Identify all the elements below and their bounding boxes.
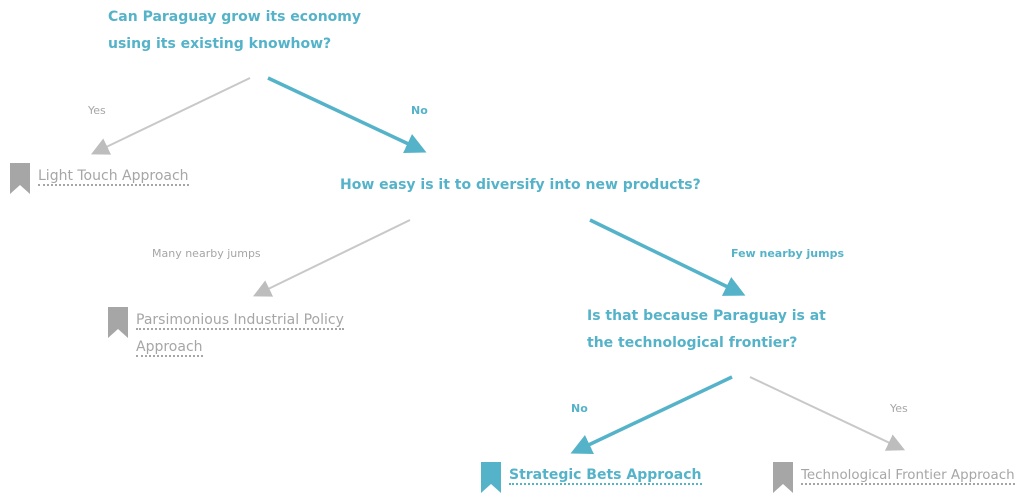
outcome-link[interactable]: Light Touch Approach [38,163,189,190]
outcome-label-text: Technological Frontier Approach [801,468,1015,485]
question-text: Is that because Paraguay is at the techn… [587,308,826,351]
outcome-link[interactable]: Technological Frontier Approach [801,462,1015,489]
outcome-technological-frontier[interactable]: Technological Frontier Approach [773,462,1015,493]
edge-q2-many [253,219,411,297]
outcome-label-text: Parsimonious Industrial Policy Approach [136,312,344,357]
edge-q3-yes [749,376,906,451]
edge-q3-no [570,375,733,454]
edge-q2-few [589,218,746,296]
outcome-strategic-bets[interactable]: Strategic Bets Approach [481,462,702,493]
edge-label-q1-yes: Yes [88,104,106,117]
outcome-light-touch[interactable]: Light Touch Approach [10,163,189,194]
outcome-link[interactable]: Strategic Bets Approach [509,462,702,489]
bookmark-icon [108,307,128,338]
question-grow-existing-knowhow: Can Paraguay grow its economy using its … [108,4,408,58]
edge-label-q1-no: No [411,104,428,117]
outcome-link[interactable]: Parsimonious Industrial Policy Approach [136,307,356,361]
edge-label-q2-many: Many nearby jumps [152,247,261,260]
outcome-label-text: Strategic Bets Approach [509,467,702,485]
question-text: How easy is it to diversify into new pro… [340,177,701,193]
edge-label-q2-few: Few nearby jumps [731,247,845,260]
bookmark-icon [10,163,30,194]
outcome-label-text: Light Touch Approach [38,168,189,186]
edge-label-q3-no: No [571,402,588,415]
question-text: Can Paraguay grow its economy using its … [108,9,362,52]
edge-q1-no [267,76,427,154]
edge-label-q3-yes: Yes [890,402,908,415]
bookmark-icon [773,462,793,493]
bookmark-icon [481,462,501,493]
outcome-parsimonious-industrial-policy[interactable]: Parsimonious Industrial Policy Approach [108,307,356,361]
edge-q1-yes [90,77,251,155]
question-diversify-new-products: How easy is it to diversify into new pro… [340,172,701,199]
question-technological-frontier: Is that because Paraguay is at the techn… [587,303,847,357]
